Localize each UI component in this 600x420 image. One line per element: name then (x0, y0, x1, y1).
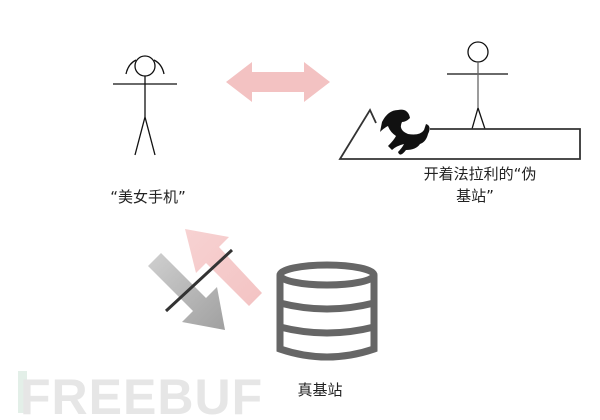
fake-bs-label-line2: 基站” (456, 187, 494, 205)
fake-bs-label-line1: 开着法拉利的“伪 (423, 165, 537, 183)
phone-label: “美女手机” (110, 188, 186, 206)
phone-user-figure (113, 55, 177, 156)
blocked-arrow-up (185, 229, 262, 306)
horse-icon (380, 109, 430, 155)
ferrari-car (338, 108, 581, 160)
watermark-logo-bar (18, 371, 27, 413)
fake-bs-figure (447, 41, 508, 130)
database-icon (276, 261, 378, 361)
double-arrow (226, 62, 330, 102)
watermark: FREEBUF (20, 369, 264, 420)
blocked-slash (164, 248, 234, 313)
real-bs-label: 真基站 (297, 381, 343, 399)
